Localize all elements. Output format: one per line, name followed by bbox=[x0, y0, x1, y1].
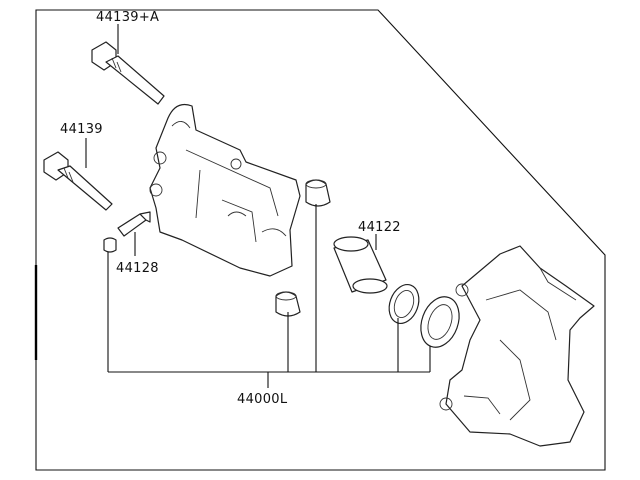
caliper-body bbox=[149, 103, 301, 277]
piston bbox=[333, 236, 388, 294]
piston-dust-boot bbox=[420, 296, 460, 348]
label-44139-a: 44139+A bbox=[96, 10, 159, 25]
label-44000l: 44000L bbox=[237, 392, 288, 407]
label-44122: 44122 bbox=[358, 220, 401, 235]
pin-boot-lower bbox=[275, 291, 301, 317]
pin-boot-upper bbox=[305, 179, 331, 207]
bleeder-screw bbox=[103, 211, 151, 253]
caliper-bracket bbox=[439, 245, 595, 447]
guide-pin-lower bbox=[43, 151, 113, 211]
diagram-frame bbox=[35, 9, 606, 471]
label-44128: 44128 bbox=[116, 261, 159, 276]
piston-seal-ring bbox=[388, 284, 420, 324]
leader-lines bbox=[85, 24, 431, 388]
guide-pin-upper bbox=[91, 41, 165, 105]
label-44139: 44139 bbox=[60, 122, 103, 137]
